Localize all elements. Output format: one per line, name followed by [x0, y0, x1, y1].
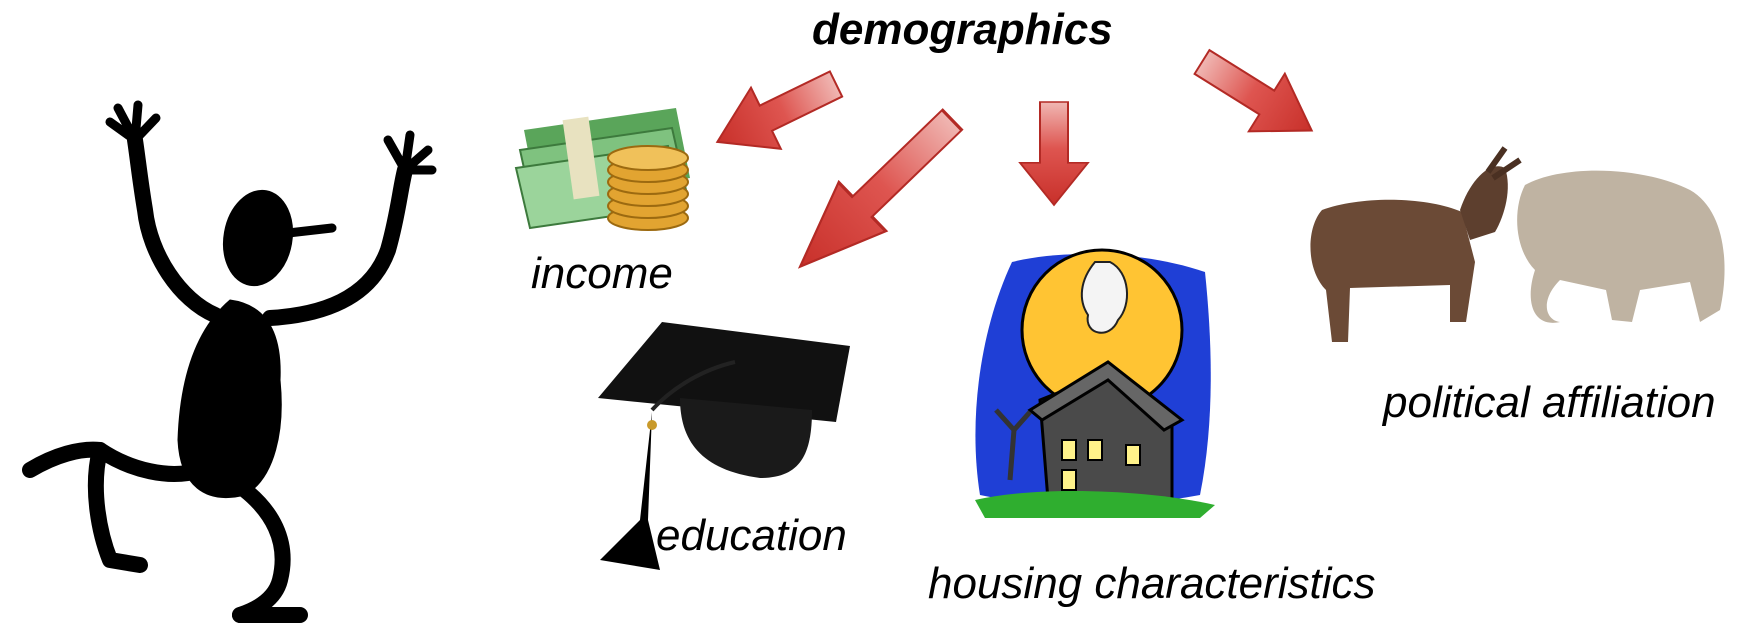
- node-label-housing: housing characteristics: [928, 559, 1376, 608]
- arrow-to-income: [701, 52, 852, 174]
- stick-figure-icon: [22, 100, 437, 623]
- node-label-income: income: [531, 249, 673, 298]
- node-label-education: education: [656, 511, 847, 560]
- node-label-political: political affiliation: [1383, 378, 1716, 427]
- arrow-to-political: [1182, 32, 1331, 161]
- diagram-title: demographics: [812, 5, 1113, 54]
- arrow-to-education: [775, 94, 977, 293]
- money-coins-icon: [514, 108, 690, 231]
- donkey-elephant-icon: [1310, 146, 1725, 342]
- haunted-house-icon: [975, 248, 1215, 518]
- arrow-to-housing: [1019, 101, 1089, 206]
- graduation-cap-icon: [598, 322, 850, 570]
